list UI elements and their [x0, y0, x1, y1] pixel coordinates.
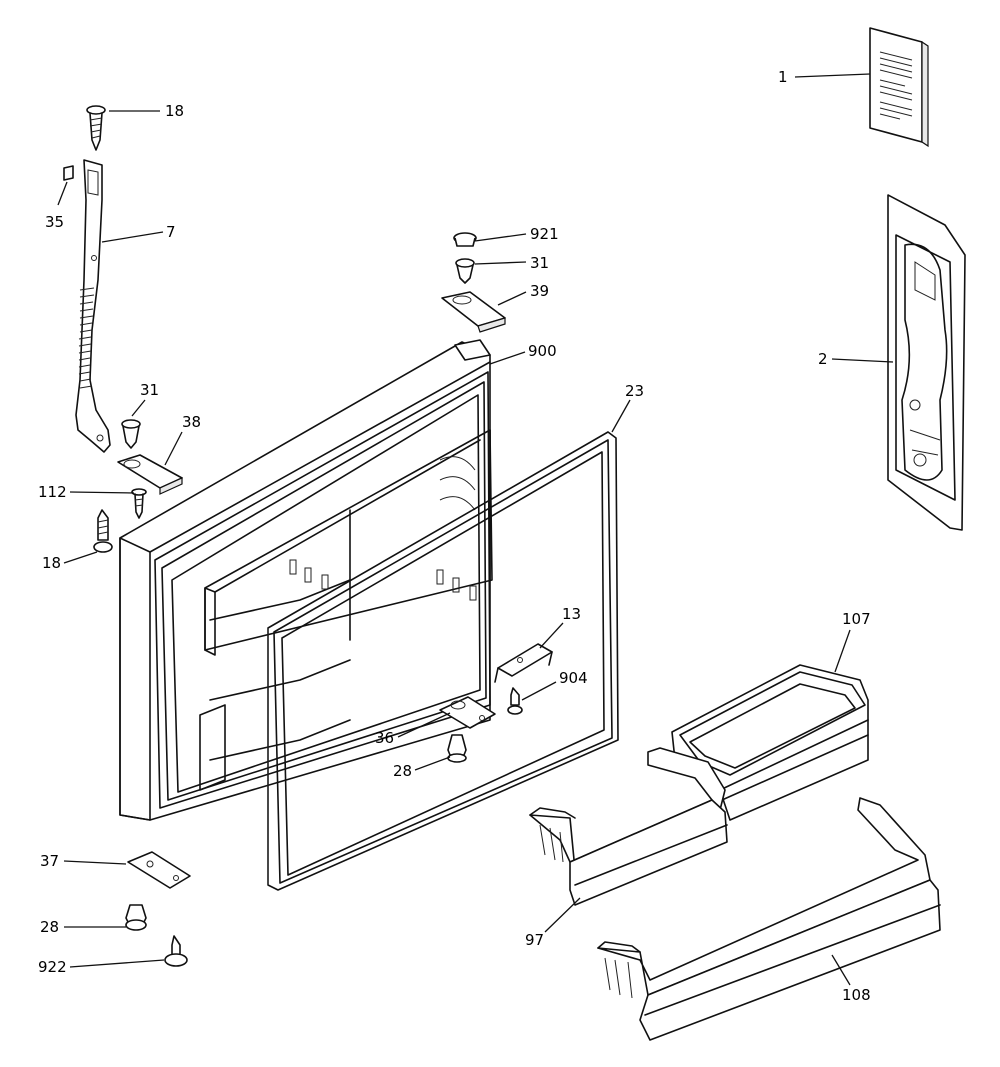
- part-13-bracket: [494, 643, 553, 683]
- part-921-plug: [453, 232, 477, 247]
- callout-1: 1: [778, 68, 788, 86]
- callout-900: 900: [528, 342, 557, 360]
- callout-28-center: 28: [393, 762, 412, 780]
- callout-37: 37: [40, 852, 59, 870]
- part-922-screw: [164, 935, 188, 967]
- part-28-pin-center: [447, 734, 467, 763]
- part-35-shim: [63, 165, 74, 181]
- callout-112: 112: [38, 483, 67, 501]
- part-37-bracket: [127, 851, 191, 889]
- callout-921: 921: [530, 225, 559, 243]
- callout-7: 7: [166, 223, 176, 241]
- callout-31-top: 31: [530, 254, 549, 272]
- callout-31-left: 31: [140, 381, 159, 399]
- callout-18-lower: 18: [42, 554, 61, 572]
- callout-18-top: 18: [165, 102, 184, 120]
- callout-2: 2: [818, 350, 828, 368]
- part-2-dispenser-panel: [887, 194, 966, 531]
- part-39-hinge-plate-top: [441, 291, 506, 333]
- callout-28-lower: 28: [40, 918, 59, 936]
- part-112-screw: [131, 488, 147, 519]
- callout-922: 922: [38, 958, 67, 976]
- part-904-screw: [507, 687, 523, 715]
- callout-36: 36: [375, 729, 394, 747]
- part-18-screw-lower: [93, 509, 113, 553]
- part-107-bin: [671, 664, 869, 821]
- part-97-bin: [529, 747, 728, 906]
- part-18-screw-top: [86, 105, 106, 151]
- part-23-door-gasket: [267, 431, 619, 891]
- part-31-bushing-left: [121, 419, 141, 449]
- callout-23: 23: [625, 382, 644, 400]
- part-1-label-card: [869, 27, 929, 148]
- callout-labels: 1 2 18 35 7 921 31 39 900 31 38 112 18 2…: [38, 68, 871, 1004]
- callout-107: 107: [842, 610, 871, 628]
- part-31-bushing-top: [455, 258, 475, 284]
- callout-904: 904: [559, 669, 588, 687]
- part-7-hinge-bar: [75, 159, 111, 453]
- callout-39: 39: [530, 282, 549, 300]
- callout-108: 108: [842, 986, 871, 1004]
- part-28-pin-lower: [125, 904, 147, 931]
- part-900-door: [119, 339, 493, 821]
- part-36-bracket: [439, 696, 496, 729]
- callout-13: 13: [562, 605, 581, 623]
- leader-lines: [57, 73, 894, 986]
- part-38-hinge-plate-left: [117, 454, 183, 495]
- part-108-bin: [597, 797, 941, 1041]
- callout-97: 97: [525, 931, 544, 949]
- callout-35: 35: [45, 213, 64, 231]
- callout-38: 38: [182, 413, 201, 431]
